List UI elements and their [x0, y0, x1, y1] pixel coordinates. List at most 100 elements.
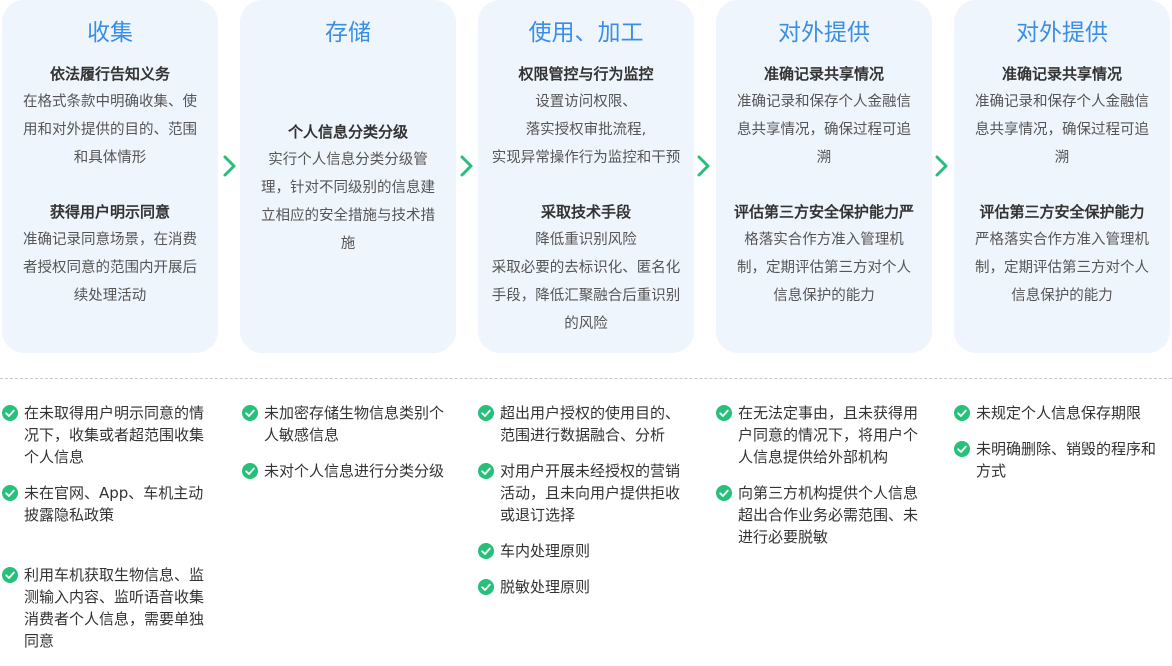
risk-item: 对用户开展未经授权的营销 活动，且未向用户提供拒收 或退订选择 — [478, 460, 703, 526]
stage-body: 准确记录共享情况 准确记录和保存个人金融信 息共享情况，确保过程可追 溯 评估第… — [962, 60, 1162, 310]
chevron-right-icon — [935, 155, 948, 177]
risk-item: 未规定个人信息保存期限 — [954, 402, 1170, 424]
stage-body: 个人信息分类分级 实行个人信息分类分级管 理，针对不同级别的信息建 立相应的安全… — [248, 118, 448, 258]
stage-body: 依法履行告知义务 在格式条款中明确收集、使 用和对外提供的目的、范围 和具体情形… — [10, 60, 210, 310]
stage-section: 权限管控与行为监控 设置访问权限、 落实授权审批流程, 实现异常操作行为监控和干… — [482, 60, 690, 172]
stage-section: 采取技术手段 降低重识别风险 采取必要的去标识化、匿名化 手段，降低汇聚融合后重… — [482, 198, 690, 338]
stage-title: 对外提供 — [1016, 20, 1108, 46]
section-line: 落实授权审批流程, — [525, 122, 647, 138]
risk-line: 人敏感信息 — [264, 426, 340, 444]
check-circle-icon — [478, 405, 494, 421]
risk-line: 超出用户授权的使用目的、 — [500, 404, 681, 422]
section-line: 息共享情况，确保过程可追 — [975, 122, 1149, 138]
risk-item: 在未取得用户明示同意的情 况下，收集或者超范围收集 个人信息 — [2, 402, 224, 468]
section-line: 实行个人信息分类分级管 — [268, 152, 428, 168]
stage-section: 获得用户明示同意 准确记录同意场景，在消费 者授权同意的范围内开展后 续处理活动 — [10, 198, 210, 310]
risk-line: 测输入内容、监听语音收集 — [24, 588, 205, 606]
risk-line: 个人信息 — [24, 448, 85, 466]
stage-body: 准确记录共享情况 准确记录和保存个人金融信 息共享情况，确保过程可追 溯 评估第… — [724, 60, 924, 310]
check-circle-icon — [716, 405, 732, 421]
risk-line: 披露隐私政策 — [24, 506, 115, 524]
risk-item: 在无法定事由，且未获得用 户同意的情况下，将用户个 人信息提供给外部机构 — [716, 402, 941, 468]
check-circle-icon — [2, 405, 18, 421]
risk-line: 户同意的情况下，将用户个 — [738, 426, 919, 444]
section-line: 施 — [340, 236, 356, 252]
section-line: 立相应的安全措施与技术措 — [261, 208, 435, 224]
section-line: 者授权同意的范围内开展后 — [23, 260, 197, 276]
check-circle-icon — [242, 405, 258, 421]
chevron-right-icon — [697, 155, 710, 177]
section-line: 准确记录和保存个人金融信 — [975, 94, 1149, 110]
section-line: 溯 — [816, 150, 832, 166]
risk-line: 方式 — [976, 462, 1007, 480]
risk-line: 未加密存储生物信息类别个 — [264, 404, 445, 422]
section-line: 降低重识别风险 — [535, 232, 637, 248]
risk-line: 未在官网、App、车机主动 — [24, 484, 204, 502]
risk-line: 未明确删除、销毁的程序和 — [976, 440, 1157, 458]
stage-card-external-provision-2: 对外提供 准确记录共享情况 准确记录和保存个人金融信 息共享情况，确保过程可追 … — [954, 0, 1170, 353]
section-line: 制，定期评估第三方对个人 — [975, 260, 1149, 276]
chevron-right-icon — [460, 155, 473, 177]
check-circle-icon — [242, 463, 258, 479]
section-line: 设置访问权限、 — [535, 94, 637, 110]
risk-item: 超出用户授权的使用目的、 范围进行数据融合、分析 — [478, 402, 703, 446]
risk-item: 向第三方机构提供个人信息 超出合作业务必需范围、未 进行必要脱敏 — [716, 482, 941, 548]
risk-line: 进行必要脱敏 — [738, 528, 829, 546]
section-line: 采取必要的去标识化、匿名化 — [491, 260, 681, 276]
risk-column-collect: 在未取得用户明示同意的情 况下，收集或者超范围收集 个人信息 未在官网、App、… — [2, 402, 224, 666]
section-line: 严格落实合作方准入管理机 — [975, 232, 1149, 248]
section-line: 和具体情形 — [73, 150, 147, 166]
section-heading: 准确记录共享情况 — [763, 65, 884, 83]
risk-line: 范围进行数据融合、分析 — [500, 426, 666, 444]
section-line: 格落实合作方准入管理机 — [744, 232, 904, 248]
section-line: 准确记录同意场景，在消费 — [23, 232, 197, 248]
check-circle-icon — [2, 567, 18, 583]
stage-title: 对外提供 — [778, 20, 870, 46]
risk-line: 或退订选择 — [500, 506, 576, 524]
stage-title: 使用、加工 — [528, 20, 644, 46]
section-heading: 获得用户明示同意 — [49, 203, 170, 221]
section-line: 理，针对不同级别的信息建 — [261, 180, 435, 196]
risk-line: 人信息提供给外部机构 — [738, 448, 889, 466]
check-circle-icon — [478, 543, 494, 559]
section-heading: 个人信息分类分级 — [287, 123, 408, 141]
section-heading: 评估第三方安全保护能力 — [979, 203, 1145, 221]
section-line: 实现异常操作行为监控和干预 — [491, 150, 681, 166]
check-circle-icon — [478, 579, 494, 595]
section-line: 信息保护的能力 — [1011, 288, 1113, 304]
risk-line: 活动，且未向用户提供拒收 — [500, 484, 681, 502]
risk-item: 未加密存储生物信息类别个 人敏感信息 — [242, 402, 467, 446]
risk-line: 在无法定事由，且未获得用 — [738, 404, 919, 422]
risk-column-external-provision: 在无法定事由，且未获得用 户同意的情况下，将用户个 人信息提供给外部机构 向第三… — [716, 402, 941, 562]
risk-column-external-provision-2: 未规定个人信息保存期限 未明确删除、销毁的程序和 方式 — [954, 402, 1170, 496]
stage-section: 个人信息分类分级 实行个人信息分类分级管 理，针对不同级别的信息建 立相应的安全… — [248, 118, 448, 258]
section-line: 手段，降低汇聚融合后重识别 — [491, 288, 681, 304]
risk-item: 脱敏处理原则 — [478, 576, 703, 598]
stage-section: 依法履行告知义务 在格式条款中明确收集、使 用和对外提供的目的、范围 和具体情形 — [10, 60, 210, 172]
stage-card-collect: 收集 依法履行告知义务 在格式条款中明确收集、使 用和对外提供的目的、范围 和具… — [2, 0, 218, 353]
risk-line: 消费者个人信息，需要单独 — [24, 610, 205, 628]
risk-line: 未对个人信息进行分类分级 — [264, 462, 445, 480]
section-line: 准确记录和保存个人金融信 — [737, 94, 911, 110]
risk-line: 同意 — [24, 632, 55, 650]
risk-line: 脱敏处理原则 — [500, 578, 591, 596]
risk-line: 对用户开展未经授权的营销 — [500, 462, 681, 480]
risk-line: 利用车机获取生物信息、监 — [24, 566, 205, 584]
section-line: 用和对外提供的目的、范围 — [23, 122, 197, 138]
risk-item: 利用车机获取生物信息、监 测输入内容、监听语音收集 消费者个人信息，需要单独 同… — [2, 564, 224, 652]
risk-line: 未规定个人信息保存期限 — [976, 404, 1142, 422]
section-line: 在格式条款中明确收集、使 — [23, 94, 197, 110]
risk-column-storage: 未加密存储生物信息类别个 人敏感信息 未对个人信息进行分类分级 — [242, 402, 467, 496]
check-circle-icon — [2, 485, 18, 501]
section-line: 息共享情况，确保过程可追 — [737, 122, 911, 138]
section-heading: 评估第三方安全保护能力严 — [733, 203, 914, 221]
risk-line: 向第三方机构提供个人信息 — [738, 484, 919, 502]
risk-item: 未在官网、App、车机主动 披露隐私政策 — [2, 482, 224, 526]
chevron-right-icon — [223, 155, 236, 177]
check-circle-icon — [954, 405, 970, 421]
stage-section: 准确记录共享情况 准确记录和保存个人金融信 息共享情况，确保过程可追 溯 — [962, 60, 1162, 172]
risk-line: 在未取得用户明示同意的情 — [24, 404, 205, 422]
section-heading: 依法履行告知义务 — [49, 65, 170, 83]
check-circle-icon — [954, 441, 970, 457]
section-line: 溯 — [1054, 150, 1070, 166]
